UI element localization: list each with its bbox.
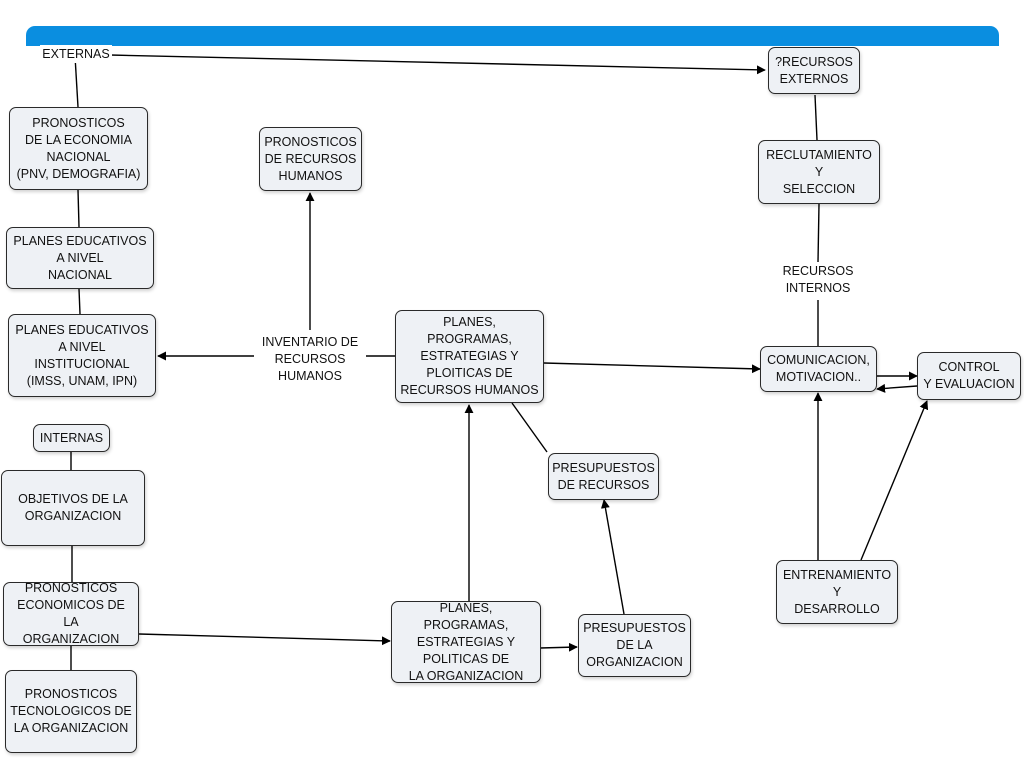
arrow-pronosticos-economicos-planes-org — [138, 633, 391, 646]
node-label: PLANES EDUCATIVOS A NIVEL NACIONAL — [13, 233, 147, 282]
node-label: ENTRENAMIENTO Y DESARROLLO — [782, 567, 892, 616]
edge-externas-economia — [74, 55, 79, 108]
edge-recursos-externos-reclutamiento — [814, 94, 818, 141]
node-label: INTERNAS — [39, 430, 104, 445]
node-label: COMUNICACION, MOTIVACION.. — [767, 353, 870, 384]
node-control-evaluacion[interactable]: CONTROL Y EVALUACION — [917, 352, 1021, 400]
label-inventario-recursos-humanos: INVENTARIO DE RECURSOS HUMANOS — [254, 332, 366, 386]
node-label: OBJETIVOS DE LA ORGANIZACION — [18, 492, 128, 523]
node-entrenamiento-desarrollo[interactable]: ENTRENAMIENTO Y DESARROLLO — [776, 560, 898, 624]
label-externas: EXTERNAS — [40, 45, 112, 63]
node-recursos-externos[interactable]: ?RECURSOS EXTERNOS — [768, 47, 860, 94]
arrow-planes-org-presupuestos-org — [539, 642, 578, 652]
node-label: PRONOSTICOS DE RECURSOS HUMANOS — [264, 134, 357, 183]
node-label: PLANES EDUCATIVOS A NIVEL INSTITUCIONAL … — [15, 322, 149, 388]
node-label: PRONOSTICOS ECONOMICOS DE LA ORGANIZACIO… — [17, 581, 125, 646]
node-planes-organizacion[interactable]: PLANES, PROGRAMAS, ESTRATEGIAS Y POLITIC… — [391, 601, 541, 683]
node-pronosticos-recursos-humanos[interactable]: PRONOSTICOS DE RECURSOS HUMANOS — [259, 127, 362, 191]
node-presupuestos-organizacion[interactable]: PRESUPUESTOS DE LA ORGANIZACION — [578, 614, 691, 677]
node-label: PRONOSTICOS TECNOLOGICOS DE LA ORGANIZAC… — [10, 687, 132, 735]
node-label: PRESUPUESTOS DE LA ORGANIZACION — [583, 621, 686, 669]
arrow-externas-recursos-externos — [109, 54, 766, 75]
node-objetivos-organizacion[interactable]: OBJETIVOS DE LA ORGANIZACION — [1, 470, 145, 546]
node-planes-educativos-nacional[interactable]: PLANES EDUCATIVOS A NIVEL NACIONAL — [6, 227, 154, 289]
arrow-entrenamiento-control — [860, 400, 929, 561]
node-internas[interactable]: INTERNAS — [33, 424, 110, 452]
node-label: CONTROL Y EVALUACION — [923, 360, 1015, 391]
node-pronosticos-economia-nacional[interactable]: PRONOSTICOS DE LA ECONOMIA NACIONAL (PNV… — [9, 107, 148, 190]
edge-economia-planes-nacional — [77, 189, 80, 228]
title-bar — [26, 26, 999, 46]
node-presupuestos-recursos[interactable]: PRESUPUESTOS DE RECURSOS — [548, 453, 659, 500]
edge-reclutamiento-internos — [817, 203, 820, 263]
node-label: PRONOSTICOS DE LA ECONOMIA NACIONAL (PNV… — [16, 115, 141, 181]
arrow-control-comunicacion — [876, 383, 918, 393]
node-label: RECLUTAMIENTO Y SELECCION — [766, 147, 872, 196]
node-label: ?RECURSOS EXTERNOS — [775, 54, 853, 86]
node-planes-recursos-humanos[interactable]: PLANES, PROGRAMAS, ESTRATEGIAS Y PLOITIC… — [395, 310, 544, 403]
arrow-presupuestos-org-presupuestos-recursos — [600, 499, 625, 615]
node-reclutamiento-seleccion[interactable]: RECLUTAMIENTO Y SELECCION — [758, 140, 880, 204]
node-label: PRESUPUESTOS DE RECURSOS — [552, 460, 655, 492]
node-comunicacion-motivacion[interactable]: COMUNICACION, MOTIVACION.. — [760, 346, 877, 392]
node-pronosticos-tecnologicos[interactable]: PRONOSTICOS TECNOLOGICOS DE LA ORGANIZAC… — [5, 670, 137, 753]
edge-planes-nacional-institucional — [78, 288, 81, 315]
node-pronosticos-economicos-organizacion[interactable]: PRONOSTICOS ECONOMICOS DE LA ORGANIZACIO… — [3, 581, 139, 646]
node-label: PLANES, PROGRAMAS, ESTRATEGIAS Y PLOITIC… — [400, 315, 539, 397]
node-planes-educativos-institucional[interactable]: PLANES EDUCATIVOS A NIVEL INSTITUCIONAL … — [8, 314, 156, 397]
arrow-planes-rrhh-comunicacion — [543, 362, 761, 374]
edge-planes-rrhh-presupuestos — [511, 402, 548, 453]
node-label: PLANES, PROGRAMAS, ESTRATEGIAS Y POLITIC… — [408, 600, 524, 683]
label-recursos-internos: RECURSOS INTERNOS — [778, 262, 858, 298]
